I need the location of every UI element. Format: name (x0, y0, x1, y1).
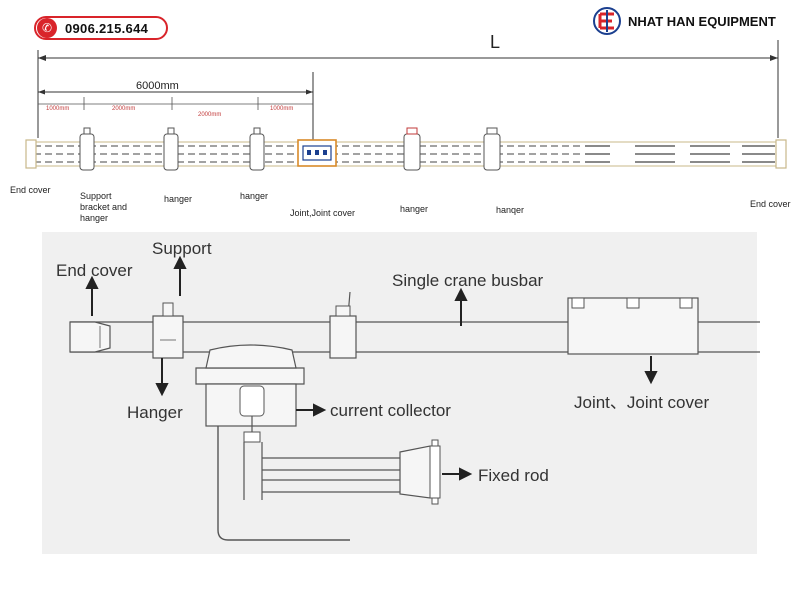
arrow-hanger (155, 383, 169, 397)
label-fixed-rod: Fixed rod (478, 466, 549, 485)
phone-number: 0906.215.644 (65, 20, 149, 36)
arrow-joint (644, 371, 658, 385)
total-length-label: L (490, 32, 500, 52)
arrow-busbar (454, 287, 468, 301)
label-support-1: Support (80, 191, 112, 201)
end-cover-right-shape (775, 139, 787, 169)
phone-icon: ✆ (37, 18, 57, 38)
hanger-bracket-shape-2 (329, 315, 357, 359)
end-cover-left-shape (25, 139, 37, 169)
label-support: Support (152, 239, 212, 258)
label-support-3: hanger (80, 213, 108, 223)
arrow-end-cover (85, 275, 99, 289)
hanger-bracket-shape (152, 315, 184, 359)
label-hanger-3: hanger (400, 204, 428, 214)
label-end-cover-left: End cover (10, 185, 51, 195)
label-hanger-1: hanger (164, 194, 192, 204)
brand-name: NHAT HAN EQUIPMENT (628, 13, 776, 29)
brand: NHAT HAN EQUIPMENT (592, 6, 776, 36)
label-joint-cover: Joint、Joint cover (574, 393, 709, 412)
arrow-fixed-rod (459, 467, 473, 481)
end-cover-shape (69, 321, 111, 353)
dim-1000-left: 1000mm (46, 106, 69, 112)
label-hanger-2: hanger (240, 191, 268, 201)
dim-2000-a: 2000mm (112, 106, 135, 112)
dim-1000-right: 1000mm (270, 106, 293, 112)
arrow-collector (313, 403, 327, 417)
segment-length-label: 6000mm (136, 80, 179, 92)
label-end-cover: End cover (56, 261, 133, 280)
arrow-support (173, 255, 187, 269)
top-busbar-diagram: L 6000mm 1000mm 2000mm 2000mm 1000mm (10, 32, 791, 223)
dim-2000-b: 2000mm (198, 112, 221, 118)
label-current-collector: current collector (330, 401, 451, 420)
joint-cover-box (567, 297, 699, 355)
brand-logo (593, 7, 621, 35)
label-joint: Joint,Joint cover (290, 208, 355, 218)
label-support-2: bracket and (80, 202, 127, 212)
label-end-cover-right: End cover (750, 199, 791, 209)
label-single-busbar: Single crane busbar (392, 271, 544, 290)
current-collector-top (205, 344, 297, 369)
label-hanger: Hanger (127, 403, 183, 422)
phone-badge: ✆ 0906.215.644 (34, 16, 168, 40)
label-hanger-4: hanqer (496, 205, 524, 215)
